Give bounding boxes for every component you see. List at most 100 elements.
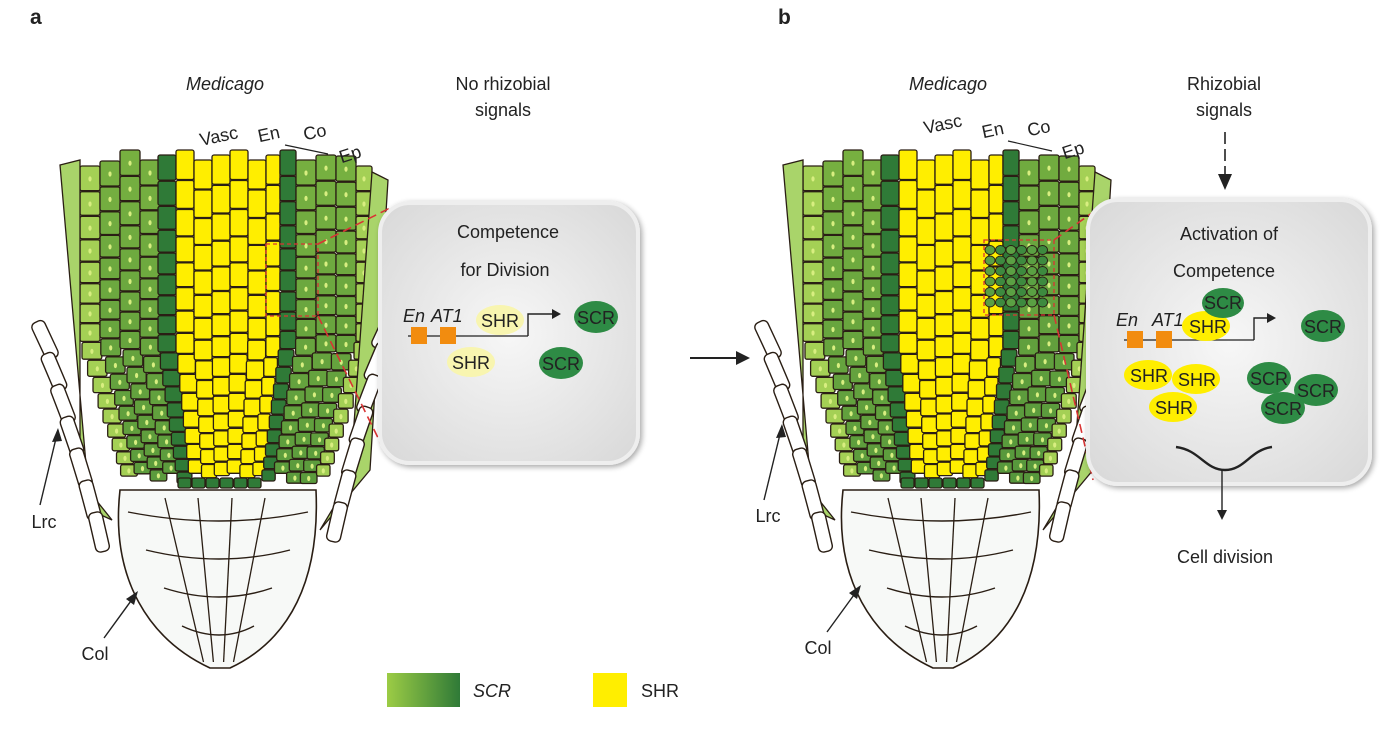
cell-nucleus [811,248,815,254]
cell-nucleus [288,425,293,431]
transcription-arrow-head [552,309,561,319]
cell-nucleus [858,372,862,379]
root-cell [951,353,971,374]
cell-nucleus [871,326,875,332]
lrc-cell [325,501,349,543]
cell-nucleus [1053,442,1057,448]
cell-nucleus [339,414,343,420]
root-cell [193,244,213,271]
cell-nucleus [324,191,328,197]
root-cell [175,208,195,237]
root-cell [917,360,937,381]
scr-protein [1247,362,1291,394]
divided-cell [995,266,1006,276]
root-cell [265,213,281,241]
divided-cell [1016,276,1027,287]
root-cell [227,410,246,428]
cell-nucleus [877,460,881,466]
cell-nucleus [1032,407,1036,413]
divided-cell [984,287,996,297]
root-cell [175,179,195,210]
divided-cell [1026,276,1038,287]
root-cell [880,205,900,230]
cell-nucleus [1062,414,1066,420]
cell-nucleus [883,410,887,416]
root-cell [934,314,954,337]
cell-nucleus [851,337,855,344]
co-label: Co [1025,116,1052,140]
interaction-brace [1175,445,1273,472]
box-title-line-1: Competence [457,222,559,242]
root-cell [193,189,213,219]
cell-nucleus [1072,382,1076,388]
root-cell [247,189,267,219]
transcription-arrow [1253,317,1268,340]
root-cell [193,317,213,340]
divided-cell [984,276,996,287]
root-cell [1000,348,1018,367]
root-cell [880,252,900,275]
cell-nucleus [1067,283,1071,289]
cell-nucleus [108,244,112,250]
divided-cell [984,255,996,266]
scr-protein [1261,392,1305,424]
protein-label: SCR [577,308,615,328]
cell-nucleus [88,176,92,182]
root-cell [1002,225,1020,249]
cell-nucleus [88,291,92,297]
cell-nucleus [1037,450,1041,456]
root-cell [916,339,936,361]
columella-wall [945,497,956,663]
protein-label: SHR [1130,366,1168,386]
cell-nucleus [317,437,322,443]
root-cell [229,149,249,181]
cell-nucleus [892,465,896,471]
root-cell [952,236,972,263]
quiescent-cell [900,477,915,489]
cell-nucleus [128,160,132,166]
root-cell [934,266,954,292]
cell-nucleus [324,341,328,347]
cell-nucleus [860,453,864,459]
cell-nucleus [1085,201,1089,207]
quiescent-cell [191,477,206,489]
cell-nucleus [134,439,138,445]
cell-nucleus [283,452,287,458]
at1-element [1156,331,1172,348]
root-cell [193,339,213,361]
quiescent-cell [177,477,192,489]
cell-nucleus [281,465,285,471]
cell-nucleus [108,326,112,333]
divided-cell [1037,276,1048,287]
root-cell [157,180,177,206]
root-cell [277,348,295,367]
cell-nucleus [344,262,348,268]
root-cell [211,213,231,241]
cell-nucleus [145,419,149,426]
protein-label: SHR [1189,317,1227,337]
root-cell [257,413,272,431]
cell-nucleus [118,379,122,385]
cell-nucleus [1027,170,1031,176]
root-cell [265,240,281,267]
cell-nucleus [126,411,130,417]
scr-protein [1294,374,1338,406]
divided-cell [995,276,1006,287]
root-cell [228,392,247,411]
cell-nucleus [871,344,876,350]
cell-nucleus [128,299,132,305]
root-cell [213,430,231,447]
cell-nucleus [1067,303,1071,310]
quiescent-cell [942,477,957,489]
root-cell [898,236,918,263]
cell-nucleus [88,311,92,317]
protein-label: SCR [1204,293,1242,313]
cell-nucleus [831,244,835,250]
root-cell [918,379,938,399]
root-cell [261,469,276,482]
quiescent-cell [928,477,943,489]
cell-nucleus [130,425,134,431]
panel-letter-b: b [778,6,791,29]
protein-label: SHR [1178,370,1216,390]
cell-nucleus [1085,176,1089,182]
